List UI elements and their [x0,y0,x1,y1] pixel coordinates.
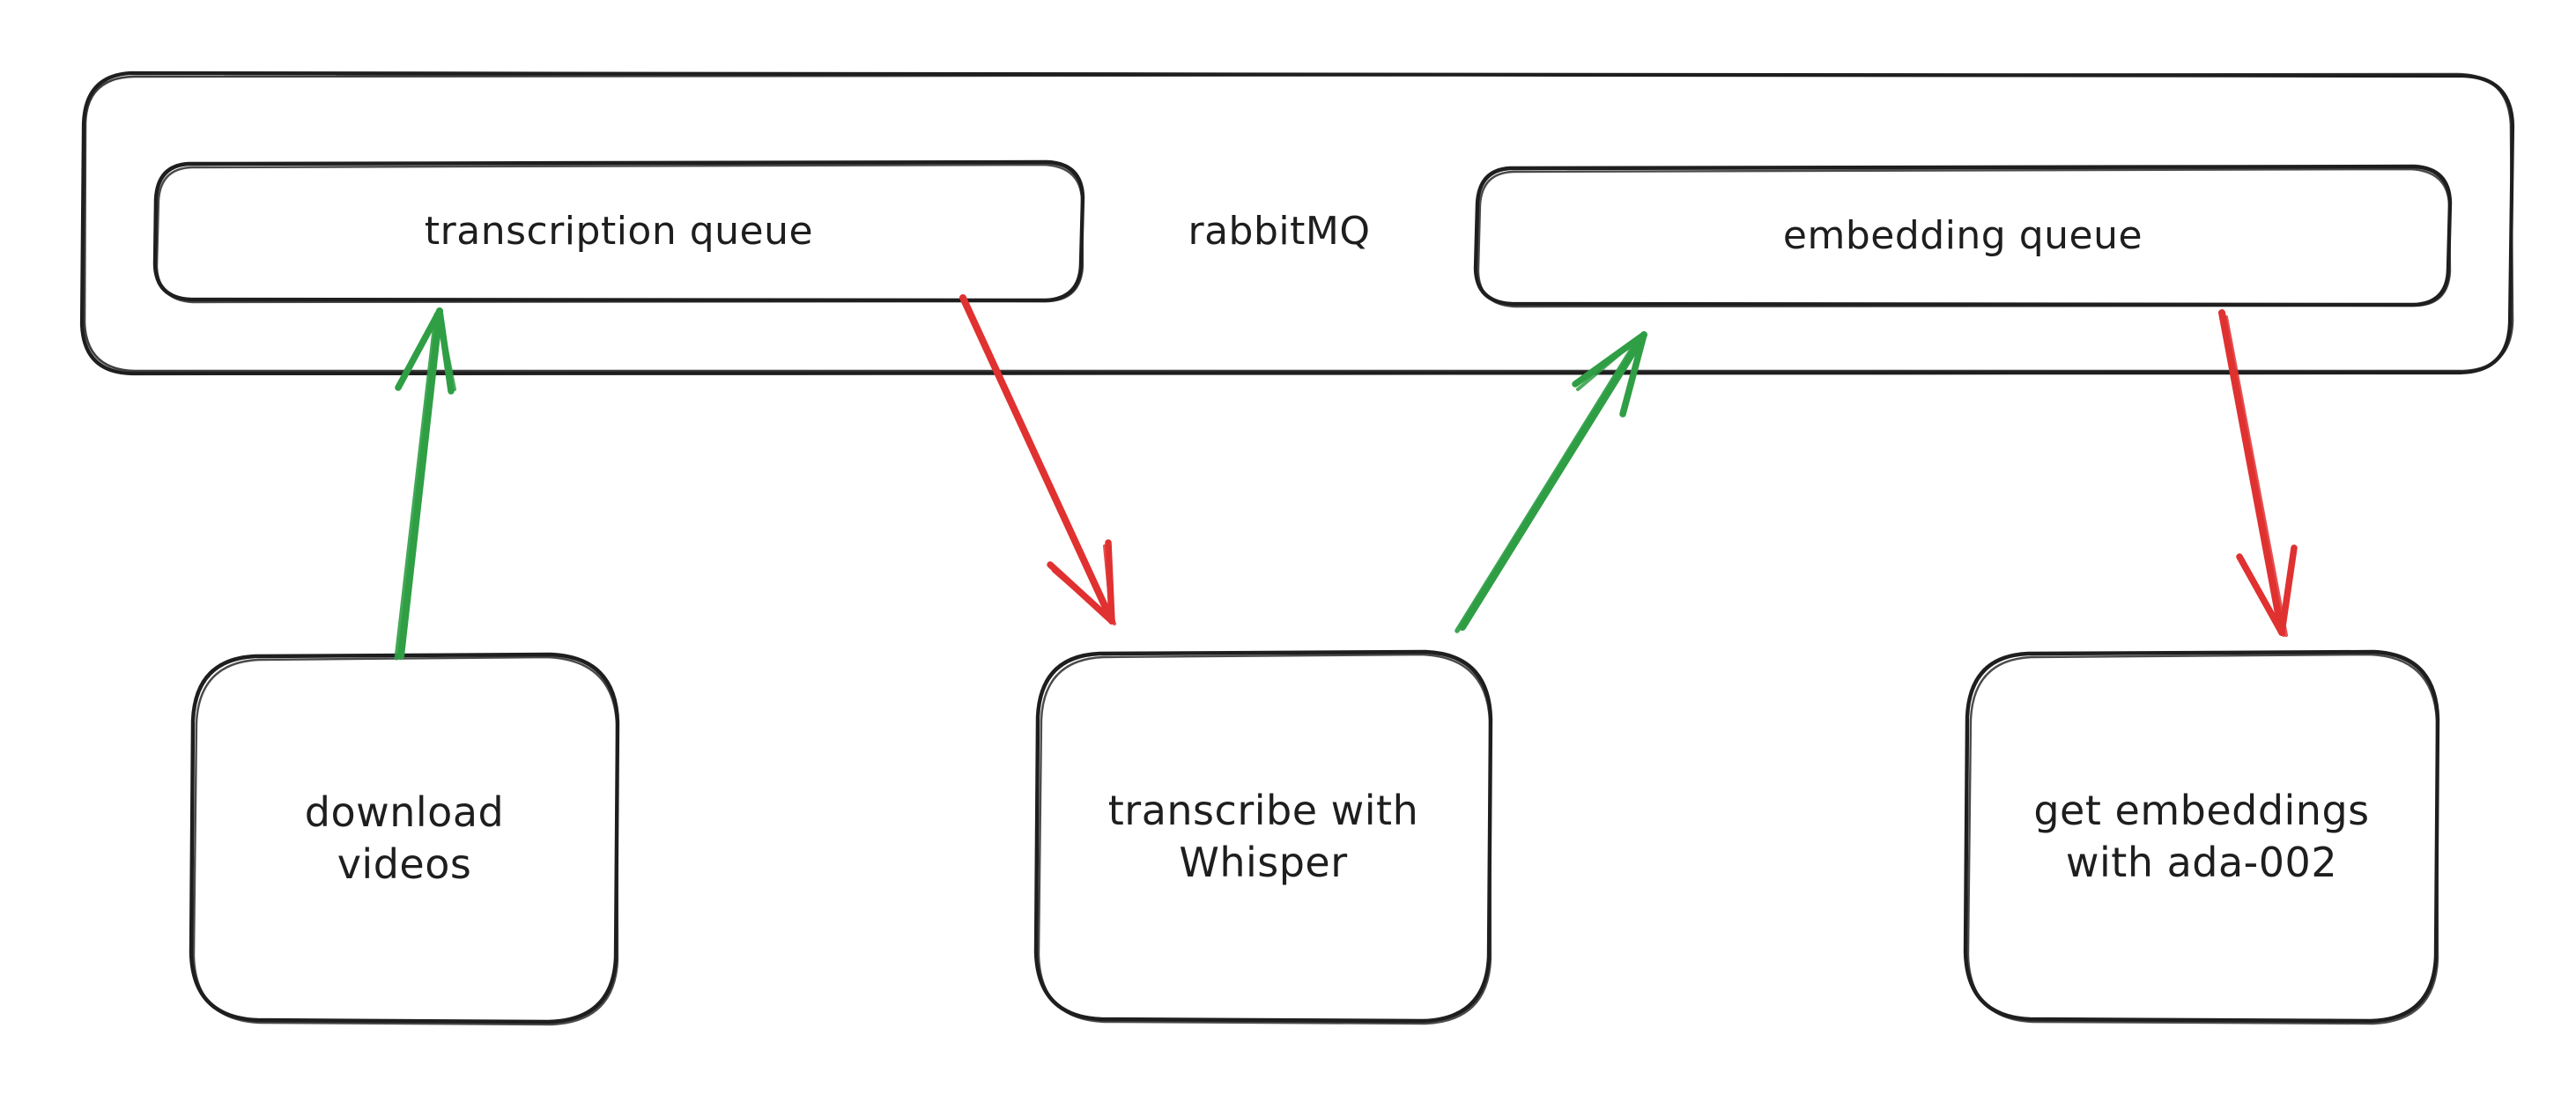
transcription-queue-shape[interactable] [152,159,1085,304]
arrow-transcribe-to-embedding-queue[interactable] [1455,331,1647,633]
download-videos-shape[interactable] [189,652,620,1026]
arrow-transcription-queue-to-transcribe[interactable] [959,294,1116,625]
arrow-embedding-queue-to-get-embeddings[interactable] [2218,309,2298,637]
transcribe-with-whisper-shape[interactable] [1033,649,1493,1025]
embedding-queue-shape[interactable] [1473,164,2453,308]
broker-container-shape[interactable] [79,70,2515,376]
arrow-download-to-transcription-queue[interactable] [394,307,456,661]
get-embeddings-shape[interactable] [1963,649,2440,1025]
